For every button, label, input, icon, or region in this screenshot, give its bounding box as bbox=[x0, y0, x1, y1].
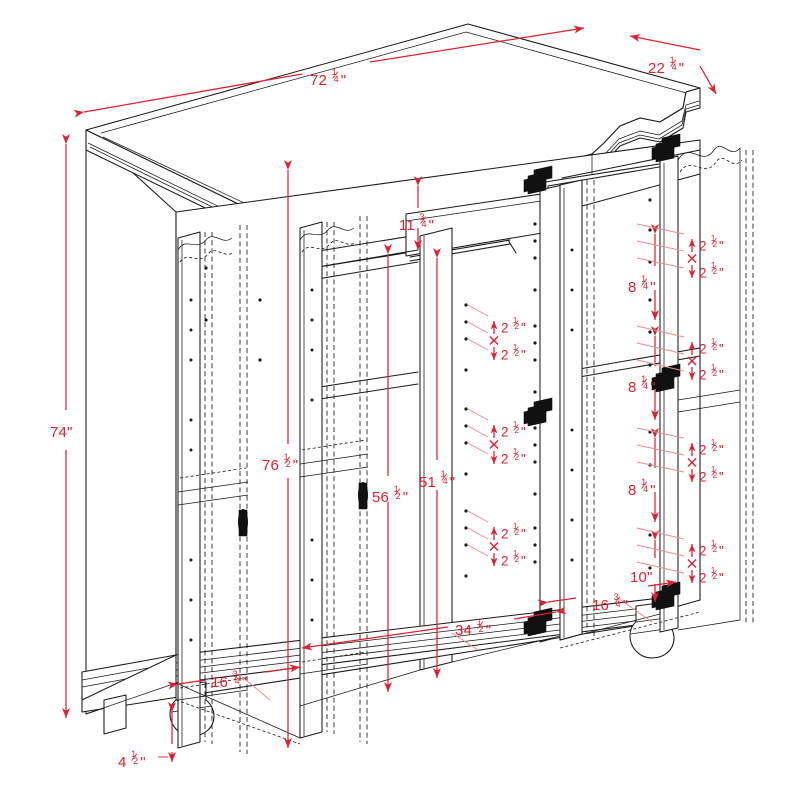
pin-arrow-glyphs bbox=[489, 239, 697, 583]
dim-pin-spacing: 2 1/2" bbox=[699, 566, 725, 586]
dim-pin-spacing: 2 1/2" bbox=[699, 337, 725, 357]
dim-base-height: 4 1/2" bbox=[118, 749, 146, 771]
dim-pin-spacing: 2 1/2" bbox=[501, 316, 527, 336]
dim-door-width-left: 16 3/4" bbox=[211, 669, 248, 691]
dim-pin-spacing: 2 1/2" bbox=[699, 261, 725, 281]
dim-pin-spacing: 2 1/2" bbox=[501, 420, 527, 440]
door-panel-2 bbox=[299, 216, 369, 744]
dim-interior-height: 51 1/4" bbox=[419, 469, 456, 491]
door-panel-1 bbox=[177, 225, 249, 754]
dim-overall-height: 74" bbox=[50, 424, 73, 441]
dim-door-width-right: 16 3/4" bbox=[592, 592, 629, 614]
dim-hinge-spacing-3: 8 1/4" bbox=[628, 477, 656, 499]
door-panel-3 bbox=[559, 179, 595, 641]
dim-pin-spacing: 2 1/2" bbox=[501, 447, 527, 467]
construction-lines bbox=[85, 140, 701, 745]
hinge-icon bbox=[651, 133, 681, 163]
dimline-door-width-right bbox=[537, 579, 677, 623]
hinge-icon bbox=[523, 397, 553, 427]
dimline-overall-width bbox=[73, 25, 585, 118]
dim-interior-width: 34 1/2" bbox=[455, 617, 492, 639]
dim-overall-depth: 22 1/4" bbox=[648, 55, 685, 77]
dim-hinge-spacing-4: 10" bbox=[630, 569, 653, 586]
dim-pin-spacing: 2 1/2" bbox=[699, 539, 725, 559]
dim-pin-spacing: 2 1/2" bbox=[699, 465, 725, 485]
hinge-icon bbox=[651, 363, 681, 393]
dim-door-height-mid: 56 1/2" bbox=[372, 484, 409, 506]
dim-pin-spacing: 2 1/2" bbox=[699, 363, 725, 383]
dimline-base-height bbox=[158, 702, 177, 762]
hinge-icon bbox=[523, 607, 553, 637]
dim-pin-spacing: 2 1/2" bbox=[501, 549, 527, 569]
dim-pin-spacing: 2 1/2" bbox=[501, 522, 527, 542]
dim-overall-width: 72 1/4" bbox=[310, 67, 347, 89]
dim-door-height-tall: 76 1/2" bbox=[262, 452, 299, 474]
dimline-door-width-left bbox=[167, 664, 301, 701]
dimline-interior-width bbox=[301, 606, 567, 651]
dim-pin-spacing: 2 1/2" bbox=[699, 438, 725, 458]
dim-pin-spacing: 2 1/2" bbox=[501, 343, 527, 363]
dim-hinge-spacing-1: 8 1/4" bbox=[628, 274, 656, 296]
dimline-overall-depth bbox=[629, 34, 717, 95]
center-divider-panel bbox=[419, 227, 453, 671]
dim-top-shelf-drop: 11 3/4" bbox=[399, 212, 435, 234]
hinge-hardware bbox=[523, 133, 681, 637]
dim-pin-spacing: 2 1/2" bbox=[699, 234, 725, 254]
pin-leader-lines bbox=[467, 223, 685, 574]
hinge-icon bbox=[523, 165, 553, 195]
dim-hinge-spacing-2: 8 1/4" bbox=[628, 374, 656, 396]
